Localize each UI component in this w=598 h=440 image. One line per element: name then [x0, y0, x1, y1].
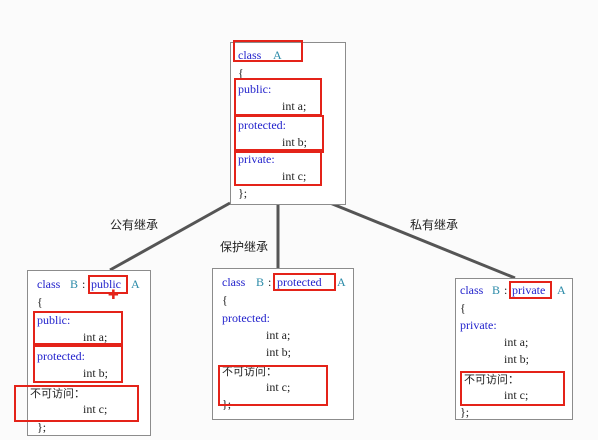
left-colon: :: [82, 277, 86, 291]
middle-derived-box: [212, 268, 354, 420]
left-public-member: int a;: [83, 330, 108, 344]
edge-label-public: 公有继承: [110, 218, 159, 232]
left-protected-label: protected:: [37, 349, 85, 363]
left-derived-box: [27, 270, 151, 436]
left-inaccessible-highlight: [14, 385, 139, 422]
right-colon: :: [504, 283, 508, 297]
right-derived-box: [455, 278, 573, 420]
left-protected-highlight: [33, 345, 123, 383]
right-inaccessible-label: 不可访问：: [464, 373, 519, 386]
left-inaccessible-member: int c;: [83, 402, 108, 416]
middle-member-b: int b;: [266, 345, 292, 359]
base-private-member: int c;: [282, 169, 307, 183]
left-inaccessible-label: 不可访问：: [30, 387, 85, 400]
base-public-member: int a;: [282, 99, 307, 113]
right-inaccessible-member: int c;: [504, 388, 529, 402]
middle-access-highlight: [273, 273, 336, 291]
edge-label-protected: 保护继承: [220, 240, 269, 254]
middle-inaccessible-label: 不可访问：: [222, 365, 277, 378]
middle-access-keyword: protected: [277, 275, 322, 289]
left-access-keyword: public: [91, 277, 121, 291]
right-base-name: A: [557, 283, 566, 297]
connector-private: [329, 201, 516, 280]
right-open-brace: {: [460, 301, 466, 315]
cursor-marker: ✚: [108, 288, 119, 303]
middle-class-name: B: [256, 275, 265, 289]
base-public-highlight: [234, 78, 322, 116]
base-class-box: [230, 42, 346, 205]
right-private-label: private:: [460, 318, 497, 332]
middle-colon: :: [268, 275, 272, 289]
left-open-brace: {: [37, 295, 43, 309]
middle-base-name: A: [337, 275, 346, 289]
left-class-keyword: class: [37, 277, 61, 291]
left-protected-member: int b;: [83, 366, 109, 380]
middle-inaccessible-member: int c;: [266, 380, 291, 394]
right-member-b: int b;: [504, 352, 530, 366]
left-access-highlight: [88, 275, 128, 294]
base-protected-highlight: [234, 115, 324, 153]
middle-inaccessible-highlight: [218, 365, 328, 406]
base-close-brace: };: [238, 186, 248, 200]
right-member-a: int a;: [504, 335, 529, 349]
right-class-name: B: [492, 283, 501, 297]
middle-protected-label: protected:: [222, 311, 270, 325]
base-open-brace: {: [238, 66, 244, 80]
left-public-highlight: [33, 311, 123, 345]
left-public-label: public:: [37, 313, 71, 327]
middle-member-a: int a;: [266, 328, 291, 342]
right-access-highlight: [509, 281, 552, 299]
right-class-keyword: class: [460, 283, 484, 297]
right-inaccessible-highlight: [460, 371, 565, 406]
right-close-brace: };: [460, 405, 470, 419]
base-class-name: A: [273, 48, 282, 62]
base-class-keyword: class: [238, 48, 262, 62]
left-base-name: A: [131, 277, 140, 291]
middle-class-keyword: class: [222, 275, 246, 289]
base-private-label: private:: [238, 152, 275, 166]
edge-label-private: 私有继承: [410, 218, 459, 232]
base-public-label: public:: [238, 82, 272, 96]
base-protected-member: int b;: [282, 135, 308, 149]
right-access-keyword: private: [512, 283, 546, 297]
connector-public: [109, 201, 231, 272]
base-protected-label: protected:: [238, 118, 286, 132]
left-close-brace: };: [37, 420, 47, 434]
base-header-highlight: [233, 40, 303, 62]
middle-open-brace: {: [222, 293, 228, 307]
left-class-name: B: [70, 277, 79, 291]
base-private-highlight: [234, 149, 322, 186]
